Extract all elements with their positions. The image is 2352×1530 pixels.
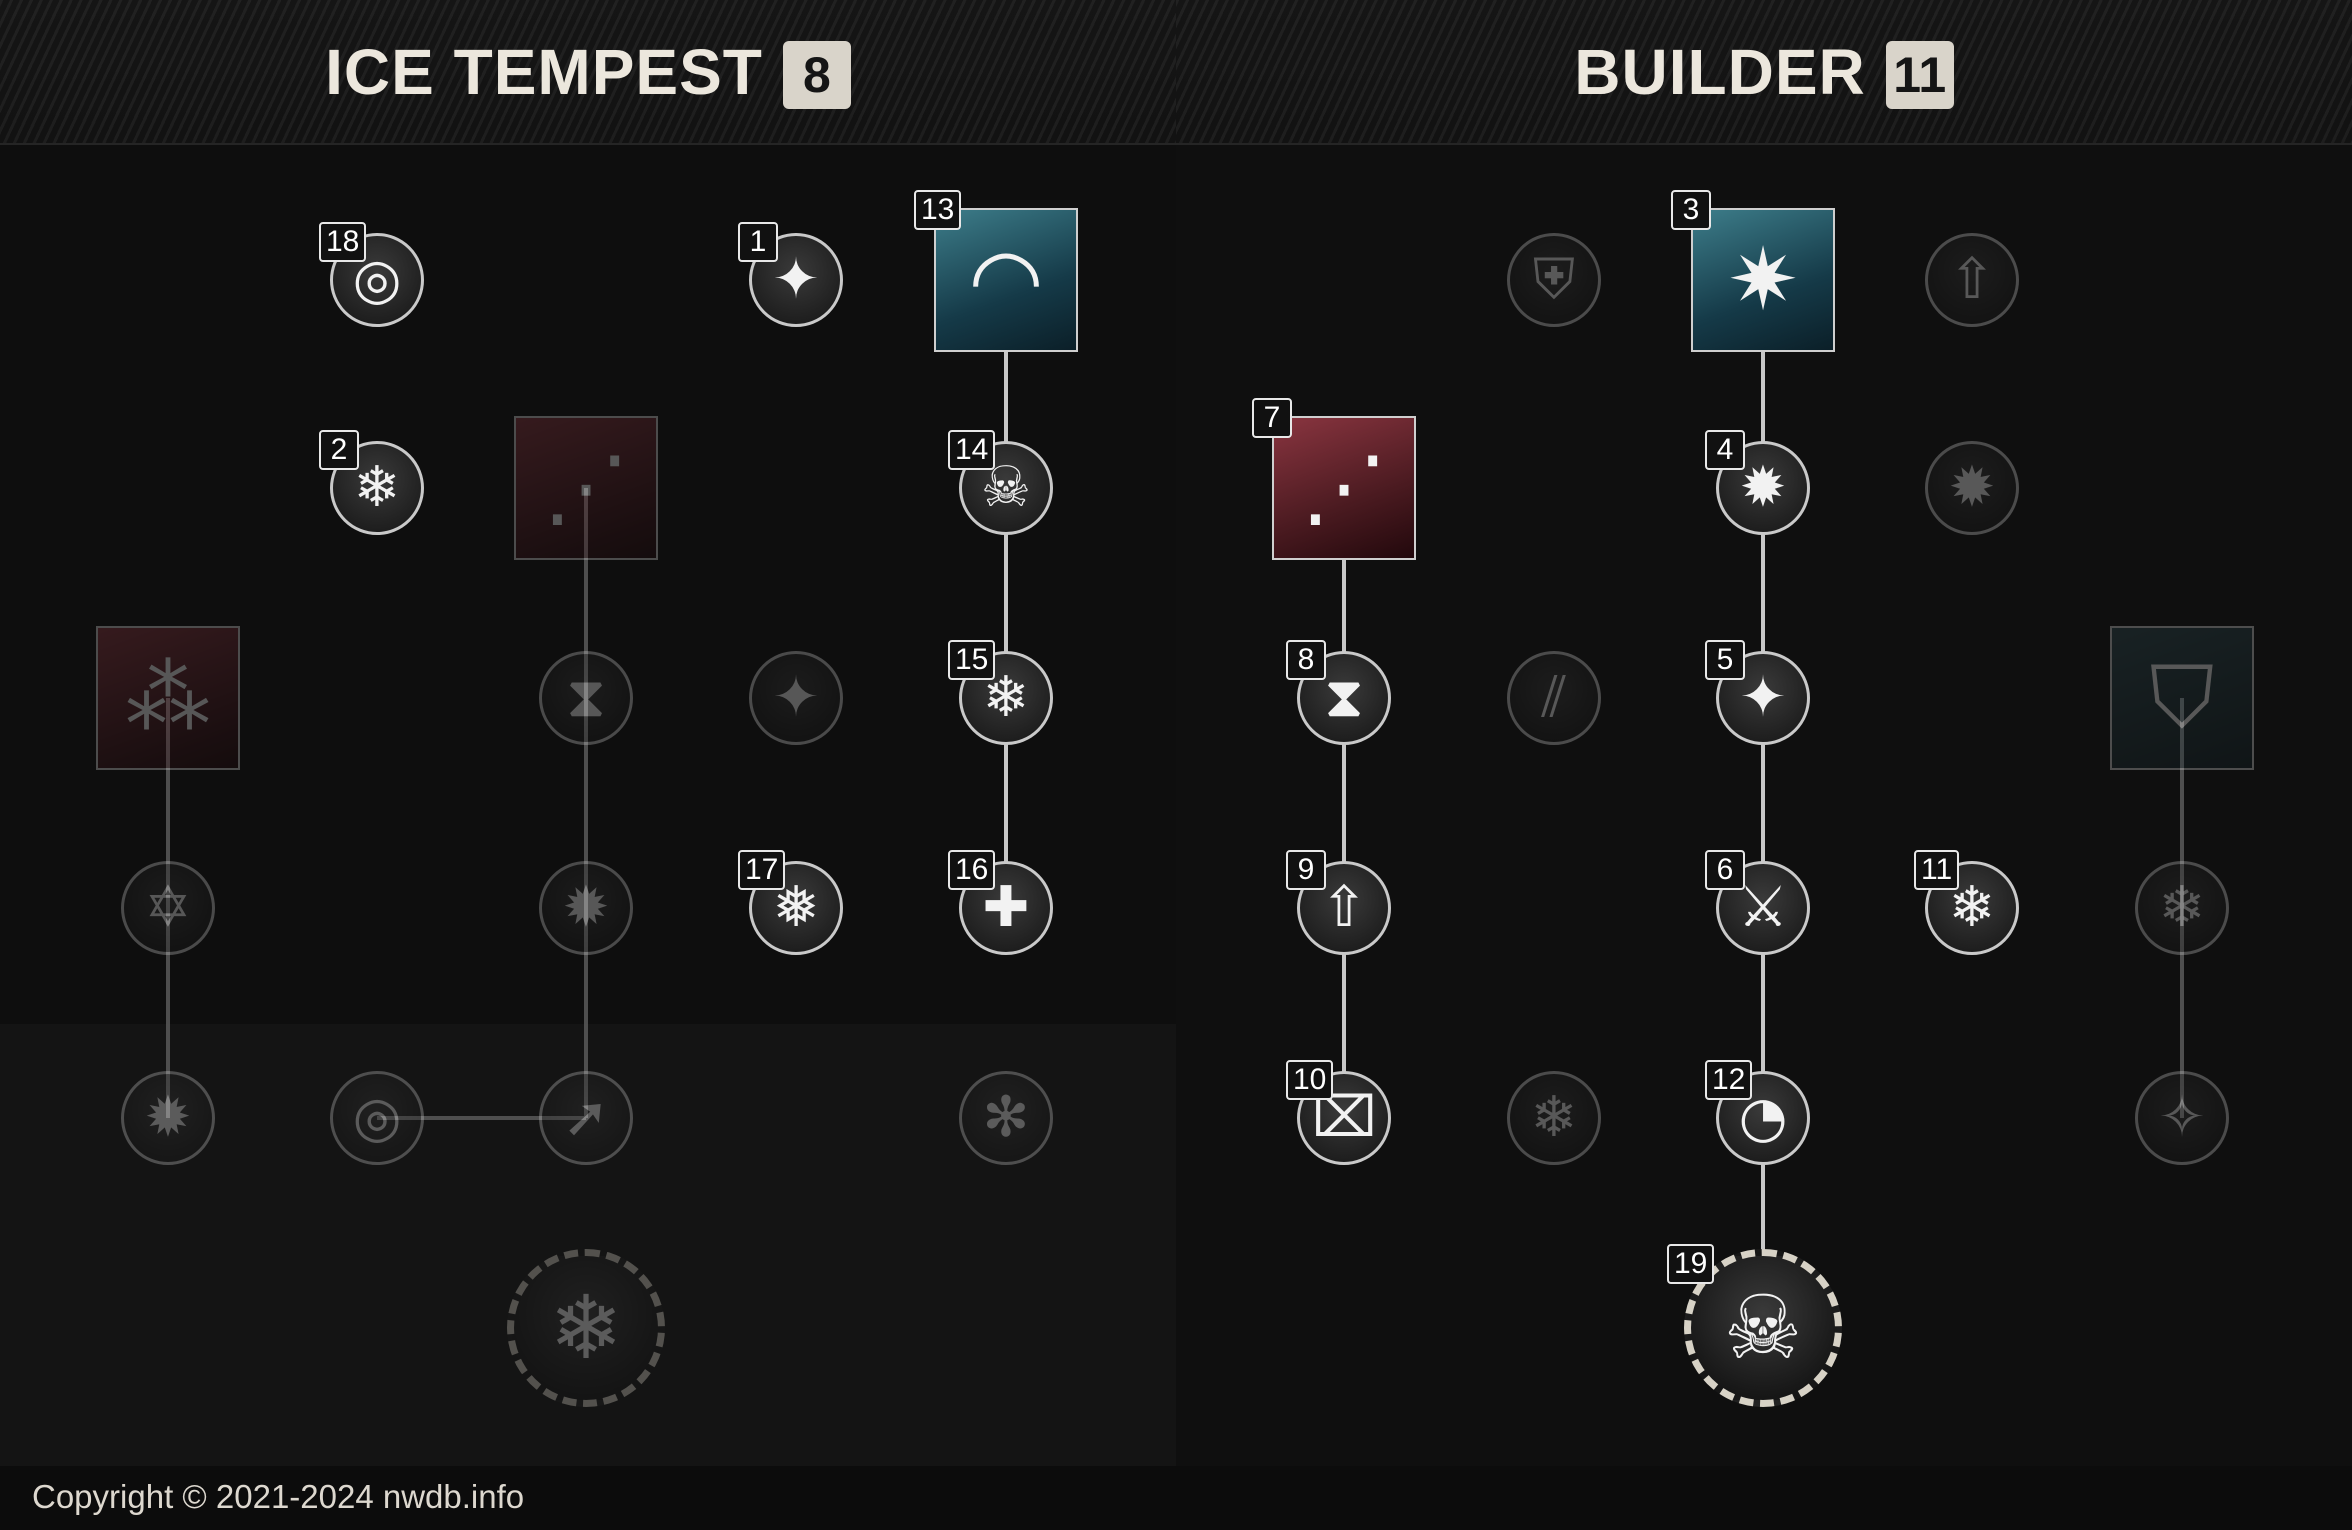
arrow-up-right-icon: ➚ xyxy=(562,1085,610,1150)
skill-node-burst-plus[interactable]: ✚16 xyxy=(948,850,1053,955)
sparkle-plus-icon: ✦ xyxy=(1739,665,1787,730)
burst-up-icon: ✹ xyxy=(144,1085,192,1150)
skill-node-arrow-up-right[interactable]: ➚ xyxy=(539,1071,633,1165)
slashing-figure-icon: ⚔ xyxy=(1737,875,1789,940)
skill-order-badge: 17 xyxy=(738,850,786,890)
skill-node-star-snowflake[interactable]: ✡ xyxy=(121,861,215,955)
skill-tree-ice-tempest: ICE TEMPEST 8 ◎18✦1◠13❄2⋰☠14⁂⧗✦❄15✡✹❅17✚… xyxy=(0,0,1176,1466)
shield-sparkle-icon: ✧ xyxy=(2158,1085,2206,1150)
skill-order-badge: 1 xyxy=(738,222,778,262)
tree-title: ICE TEMPEST xyxy=(325,35,763,108)
skill-node-sparkle-plus[interactable]: ✦5 xyxy=(1705,640,1810,745)
ice-shards-icon: ⋰ xyxy=(1301,438,1387,538)
skill-node-snowflake-burst[interactable]: ❅17 xyxy=(738,850,843,955)
sparkle-plus-icon: ✦ xyxy=(772,247,820,312)
running-figures-icon: ⫽ xyxy=(1541,665,1567,730)
copyright-text: Copyright © 2021-2024 nwdb.info xyxy=(32,1478,525,1515)
skill-order-badge: 14 xyxy=(948,430,996,470)
skill-node-burst-up[interactable]: ✹ xyxy=(1925,441,2019,535)
skill-node-boot-up[interactable]: ⇧9 xyxy=(1286,850,1391,955)
tree-points-badge: 11 xyxy=(1885,40,1954,109)
skill-node-house-snowflake[interactable]: ❄ xyxy=(1507,1071,1601,1165)
skill-node-ice-shards[interactable]: ⋰7 xyxy=(1252,398,1416,560)
skill-node-running-figures[interactable]: ⫽ xyxy=(1507,651,1601,745)
skill-node-burst-up[interactable]: ✹ xyxy=(539,861,633,955)
skull-snowflake-icon: ☠ xyxy=(1723,1276,1803,1379)
house-snowflake-icon: ❄ xyxy=(1530,1085,1578,1150)
skill-node-skull-hourglass[interactable]: ☠14 xyxy=(948,430,1053,535)
skill-node-cooldown-hand[interactable]: ◔12 xyxy=(1705,1060,1810,1165)
skill-order-badge: 11 xyxy=(1914,850,1960,890)
frost-spear-icon: ⁂ xyxy=(125,648,211,748)
skill-order-badge: 12 xyxy=(1705,1060,1753,1100)
tree-header: BUILDER 11 xyxy=(1176,0,2352,145)
ice-shards-icon: ⋰ xyxy=(543,438,629,538)
star-snowflake-icon: ✡ xyxy=(144,875,192,940)
skill-node-snowflake-cycle[interactable]: ❄11 xyxy=(1914,850,2019,955)
skill-order-badge: 10 xyxy=(1286,1060,1334,1100)
skill-node-shield-sparkle[interactable]: ✧ xyxy=(2135,1071,2229,1165)
skill-order-badge: 3 xyxy=(1671,190,1711,230)
tree-points-badge: 8 xyxy=(782,40,851,109)
shield-axe-icon: ⛨ xyxy=(1533,247,1575,312)
sparkle-icon: ✦ xyxy=(772,665,820,730)
skill-node-shield-snowflake[interactable]: ❄ xyxy=(2135,861,2229,955)
snowflake-cross-icon: ✻ xyxy=(982,1085,1030,1150)
skill-node-rotating-disc[interactable]: ◎18 xyxy=(319,222,424,327)
rotating-disc-icon: ◎ xyxy=(352,1085,402,1150)
skill-node-ice-tempest-dome[interactable]: ◠13 xyxy=(914,190,1078,352)
skill-node-ice-shield-figure[interactable]: ⛉ xyxy=(2110,626,2254,770)
skill-node-sparkle[interactable]: ✦ xyxy=(749,651,843,745)
burst-up-icon: ✹ xyxy=(1948,455,1996,520)
skill-node-rotating-disc[interactable]: ◎ xyxy=(330,1071,424,1165)
skill-order-badge: 16 xyxy=(948,850,996,890)
skill-order-badge: 19 xyxy=(1667,1244,1715,1284)
skill-node-skull-snowflake[interactable]: ☠19 xyxy=(1667,1244,1842,1407)
tree-title: BUILDER xyxy=(1574,35,1866,108)
skill-node-snowflake-shield[interactable]: ❄15 xyxy=(948,640,1053,745)
frost-ring-icon: ❄ xyxy=(549,1276,623,1379)
skill-node-sparkle-plus[interactable]: ✦1 xyxy=(738,222,843,327)
tree-header: ICE TEMPEST 8 xyxy=(0,0,1176,145)
skill-order-badge: 9 xyxy=(1286,850,1326,890)
skill-node-boot-up[interactable]: ⇧ xyxy=(1925,233,2019,327)
skill-node-shield-axe[interactable]: ⛨ xyxy=(1507,233,1601,327)
ice-pylon-icon: ✷ xyxy=(1726,230,1800,330)
burst-up-icon: ✹ xyxy=(1739,455,1787,520)
skill-order-badge: 2 xyxy=(319,430,359,470)
burst-up-icon: ✹ xyxy=(562,875,610,940)
skill-node-ice-shards[interactable]: ⋰ xyxy=(514,416,658,560)
ice-tempest-dome-icon: ◠ xyxy=(968,230,1044,330)
skill-order-badge: 18 xyxy=(319,222,367,262)
skill-order-badge: 13 xyxy=(914,190,962,230)
skill-order-badge: 5 xyxy=(1705,640,1745,680)
skill-node-gift-box[interactable]: ⌧10 xyxy=(1286,1060,1391,1165)
skill-tree-builder: BUILDER 11 ⛨✷3⇧⋰7✹4✹⧗8⫽✦5⛉⇧9⚔6❄11❄⌧10❄◔1… xyxy=(1176,0,2352,1466)
skill-order-badge: 6 xyxy=(1705,850,1745,890)
skill-node-hourglass-down[interactable]: ⧗ xyxy=(539,651,633,745)
boot-up-icon: ⇧ xyxy=(1948,247,1996,312)
shield-snowflake-icon: ❄ xyxy=(2158,875,2206,940)
skill-node-snowflake-cross[interactable]: ✻ xyxy=(959,1071,1053,1165)
skill-node-frost-spear[interactable]: ⁂ xyxy=(96,626,240,770)
ice-shield-figure-icon: ⛉ xyxy=(2149,648,2215,748)
skill-node-ice-pylon[interactable]: ✷3 xyxy=(1671,190,1835,352)
skill-node-burst-up[interactable]: ✹4 xyxy=(1705,430,1810,535)
hourglass-down-icon: ⧗ xyxy=(566,665,606,730)
skill-node-burst-up[interactable]: ✹ xyxy=(121,1071,215,1165)
skill-node-hourglass-up[interactable]: ⧗8 xyxy=(1286,640,1391,745)
skill-order-badge: 8 xyxy=(1286,640,1326,680)
boot-up-icon: ⇧ xyxy=(1320,875,1368,940)
skill-node-snowflake[interactable]: ❄2 xyxy=(319,430,424,535)
skill-order-badge: 15 xyxy=(948,640,996,680)
hourglass-up-icon: ⧗ xyxy=(1324,665,1364,730)
skill-order-badge: 7 xyxy=(1252,398,1292,438)
skill-node-slashing-figure[interactable]: ⚔6 xyxy=(1705,850,1810,955)
skill-order-badge: 4 xyxy=(1705,430,1745,470)
snowflake-icon: ❄ xyxy=(353,455,401,520)
skill-node-frost-ring[interactable]: ❄ xyxy=(507,1249,665,1407)
